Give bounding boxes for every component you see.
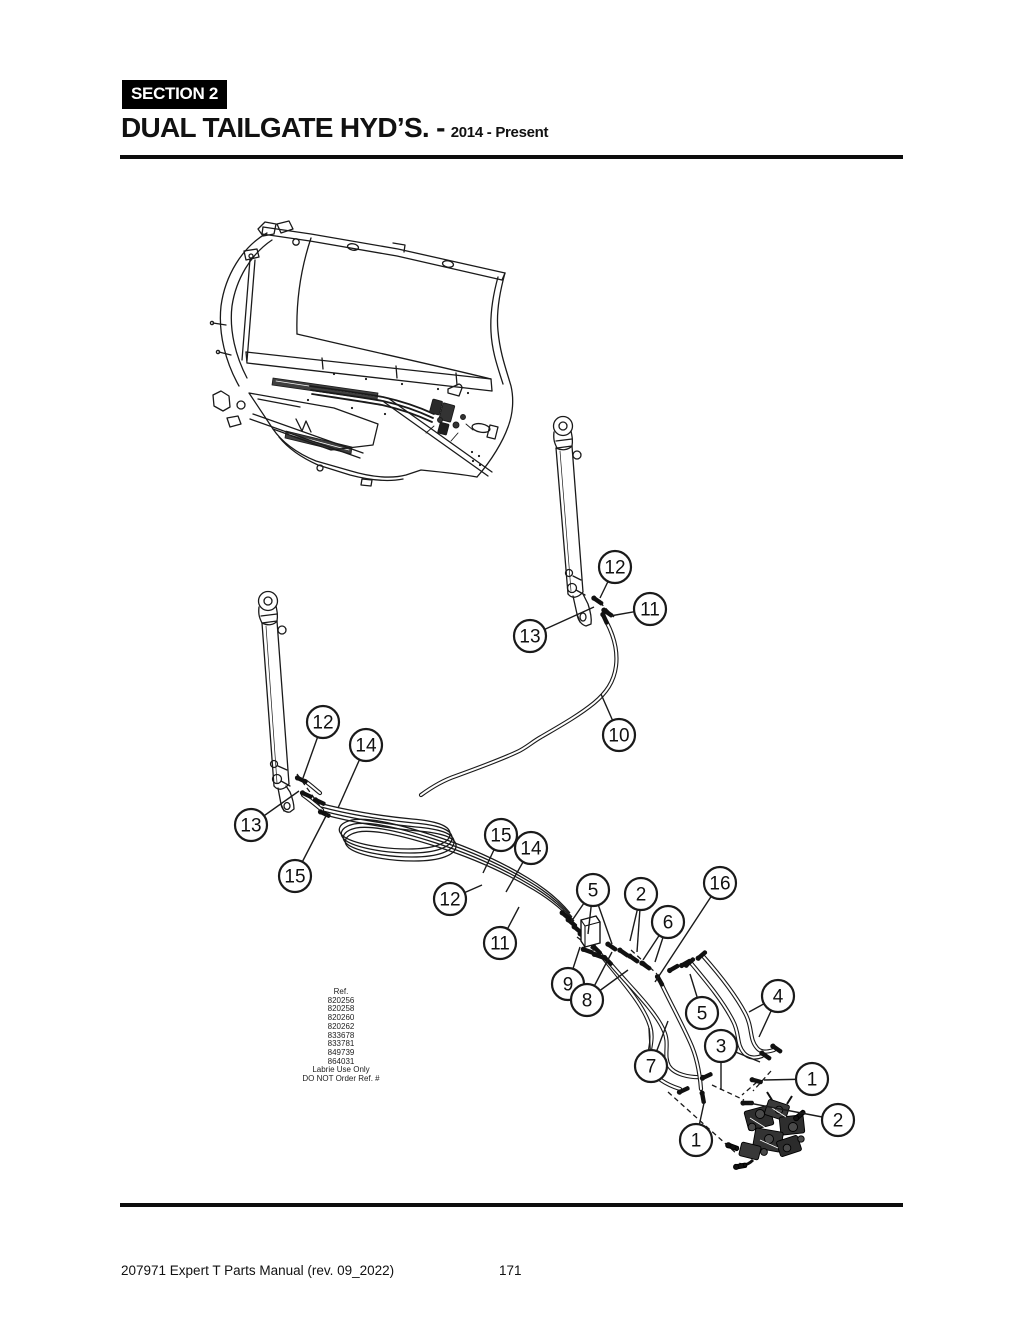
callout-16: 16 — [654, 865, 738, 983]
callout-1: 1 — [678, 1102, 714, 1158]
callout-10: 10 — [600, 693, 637, 753]
callout-13: 13 — [233, 790, 300, 843]
svg-text:8: 8 — [582, 991, 593, 1012]
ref-line: 820258 — [327, 1004, 355, 1014]
callout-2: 2 — [748, 1102, 856, 1138]
section-badge: SECTION 2 — [122, 80, 228, 109]
hose-fittings — [294, 594, 784, 1106]
page-title: DUAL TAILGATE HYD’S. - — [121, 112, 445, 143]
svg-text:16: 16 — [709, 874, 730, 895]
svg-text:13: 13 — [519, 627, 540, 648]
callout-12: 12 — [432, 881, 483, 917]
hose-bundle — [318, 802, 577, 926]
ref-line: 820262 — [327, 1021, 355, 1031]
svg-text:15: 15 — [284, 867, 305, 888]
callout-14: 14 — [505, 830, 549, 893]
ref-line: 820256 — [327, 995, 355, 1005]
callout-14: 14 — [337, 727, 384, 809]
ref-line: 820260 — [327, 1013, 355, 1023]
ref-line: Ref. — [333, 987, 349, 996]
callout-11: 11 — [609, 591, 668, 627]
header-rule — [120, 155, 903, 159]
callout-3: 3 — [703, 1028, 761, 1090]
callout-5: 5 — [684, 973, 720, 1031]
callout-4: 4 — [748, 978, 796, 1038]
svg-text:10: 10 — [608, 726, 629, 747]
hydraulic-cylinder-left — [257, 590, 295, 813]
callout-12: 12 — [302, 704, 341, 779]
svg-text:1: 1 — [691, 1131, 702, 1152]
svg-text:13: 13 — [240, 816, 261, 837]
callout-11: 11 — [482, 906, 520, 961]
ref-line: DO NOT Order Ref. # — [302, 1074, 380, 1084]
callout-1: 1 — [763, 1061, 830, 1097]
svg-text:7: 7 — [646, 1057, 657, 1078]
callout-13: 13 — [512, 606, 595, 654]
svg-text:2: 2 — [833, 1111, 844, 1132]
svg-text:11: 11 — [490, 934, 510, 955]
hydraulic-cylinder-right — [552, 415, 592, 627]
ref-line: 833678 — [327, 1030, 355, 1040]
svg-text:12: 12 — [604, 558, 625, 579]
callout-15: 15 — [277, 813, 328, 894]
ref-line: 864031 — [327, 1056, 355, 1066]
callout-6: 6 — [642, 904, 686, 963]
ref-line: Labrie Use Only — [312, 1065, 370, 1075]
ref-line: 833781 — [327, 1039, 355, 1049]
callout-5: 5 — [570, 872, 613, 945]
svg-text:9: 9 — [563, 975, 574, 996]
svg-text:15: 15 — [490, 826, 511, 847]
ref-line: 849739 — [327, 1047, 355, 1057]
svg-text:2: 2 — [636, 885, 647, 906]
svg-text:14: 14 — [355, 736, 377, 757]
svg-text:12: 12 — [312, 713, 333, 734]
callout-12: 12 — [597, 549, 633, 599]
svg-text:4: 4 — [773, 987, 784, 1008]
title-row: DUAL TAILGATE HYD’S. - 2014 - Present — [121, 112, 549, 144]
svg-text:3: 3 — [716, 1037, 727, 1058]
callout-15: 15 — [482, 817, 519, 874]
page-number: 171 — [499, 1263, 522, 1278]
callout-7: 7 — [633, 1020, 669, 1084]
page-subtitle: 2014 - Present — [450, 124, 549, 141]
callout-2: 2 — [623, 876, 659, 953]
callout-8: 8 — [569, 951, 629, 1018]
footer-manual-info: 207971 Expert T Parts Manual (rev. 09_20… — [121, 1263, 395, 1278]
tailgate-body-drawing — [209, 220, 514, 487]
svg-text:11: 11 — [640, 600, 660, 621]
svg-text:6: 6 — [663, 913, 674, 934]
footer-rule — [120, 1203, 903, 1207]
svg-text:1: 1 — [807, 1070, 818, 1091]
svg-text:5: 5 — [588, 881, 599, 902]
svg-text:12: 12 — [439, 890, 460, 911]
valve-manifold-drawing — [724, 1091, 807, 1171]
svg-text:14: 14 — [520, 839, 542, 860]
svg-text:5: 5 — [697, 1004, 708, 1025]
